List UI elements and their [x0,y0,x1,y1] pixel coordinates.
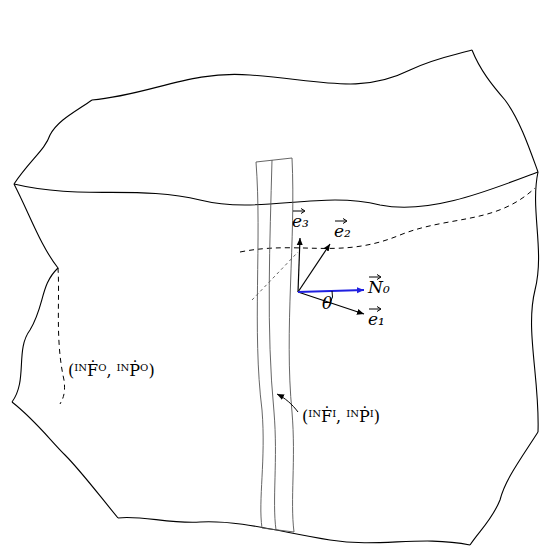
vector-label: e₁ [368,310,385,329]
vector-label: e₃ [292,212,309,231]
region-label: (ᴵᴺḞᴼ, ᴵᴺṖᴼ) [66,362,157,380]
vector-label: e₂ [334,222,351,241]
vector-label: N₀ [368,278,390,297]
angle-label: θ [322,294,332,313]
band-label: (ᴵᴺḞᴵ, ᴵᴺṖᴵ) [300,408,382,426]
